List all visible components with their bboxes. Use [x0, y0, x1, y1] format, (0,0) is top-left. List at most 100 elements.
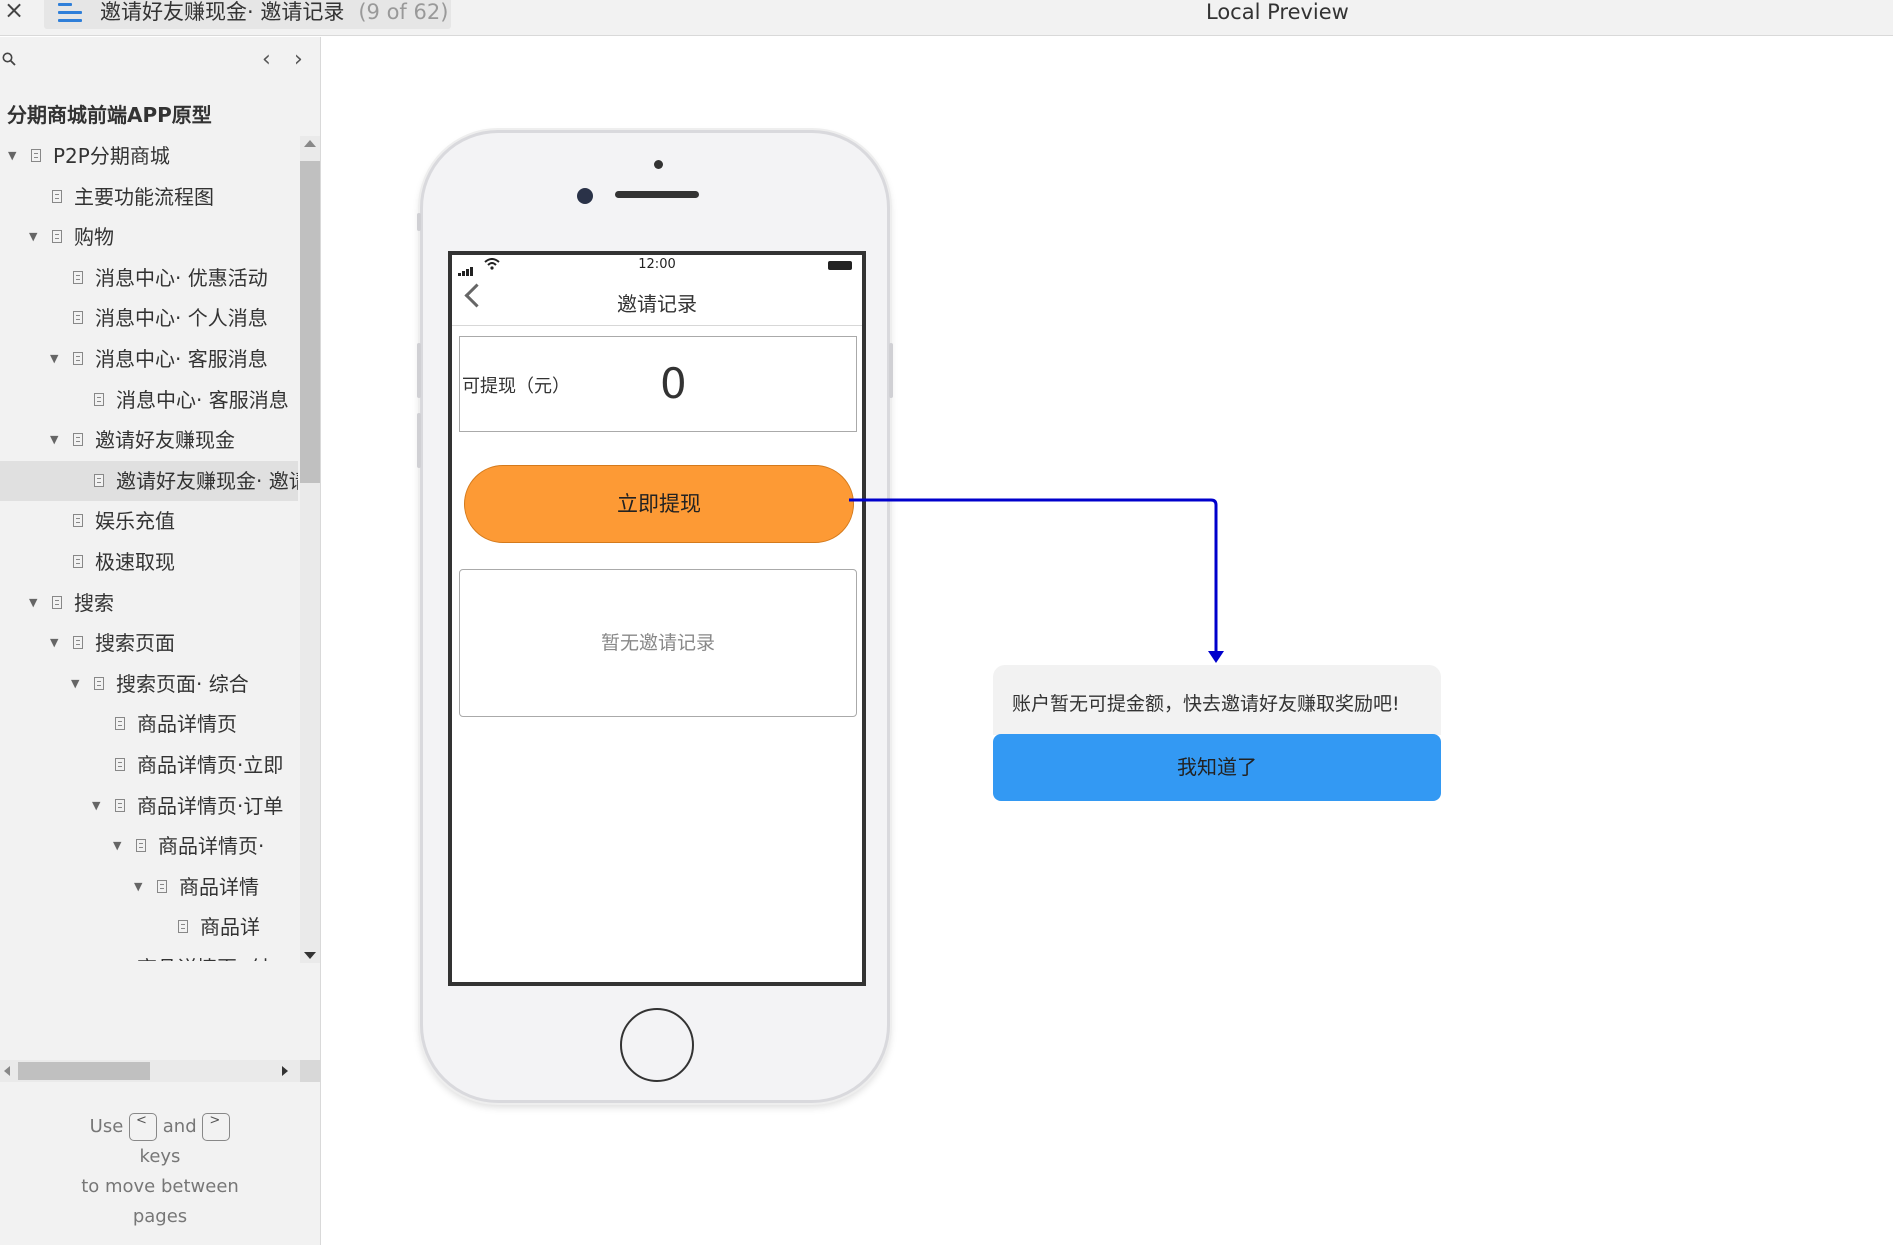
chevron-left-icon[interactable]: ‹	[262, 47, 271, 72]
phone-mockup: 12:00 邀请记录 可提现（元） 0 立即提现 暂无邀请记录	[417, 130, 893, 1103]
doc-icon	[115, 758, 125, 771]
tree-item[interactable]: 娱乐充值	[0, 501, 298, 541]
tree-item[interactable]: 极速取现	[0, 542, 298, 582]
tree-item-label: 极速取现	[95, 550, 175, 574]
menu-icon[interactable]	[58, 3, 84, 23]
current-page-tab[interactable]: 邀请好友赚现金· 邀请记录(9 of 62)	[44, 0, 451, 29]
tree-item[interactable]: ▼ 商品详情页·订单	[0, 786, 298, 826]
caret-down-icon[interactable]: ▼	[71, 676, 80, 690]
phone-power-button	[889, 343, 893, 398]
caret-down-icon[interactable]: ▼	[50, 433, 59, 447]
tree-item-label: 商品详	[200, 915, 260, 940]
dialog-message-box: 账户暂无可提金额，快去邀请好友赚取奖励吧!	[993, 665, 1441, 735]
front-camera	[577, 188, 593, 204]
keyboard-hint: Use < and > keys to move between pages	[40, 1112, 280, 1232]
doc-icon	[115, 717, 125, 731]
doc-icon	[115, 798, 125, 812]
tree-item-label: 邀请好友赚现金	[95, 428, 235, 453]
doc-icon	[136, 839, 146, 853]
doc-icon	[31, 149, 41, 162]
tree-item[interactable]: ▼消息中心· 客服消息	[0, 339, 298, 379]
search-icon[interactable]	[2, 52, 16, 66]
page-count: (9 of 62)	[358, 0, 449, 24]
tree-item[interactable]: ▼ 商品详情	[0, 867, 298, 907]
vertical-scrollbar[interactable]	[300, 136, 320, 963]
tree-item-label: 商品详情页·订单	[137, 793, 284, 818]
tree-item[interactable]: 主要功能流程图	[0, 177, 298, 217]
tree-item-label: 娱乐充值	[95, 509, 175, 534]
tree-item[interactable]: 商品详	[0, 907, 298, 947]
scroll-left-arrow-icon[interactable]	[4, 1066, 10, 1076]
withdrawable-label: 可提现（元）	[462, 376, 570, 397]
doc-icon	[73, 311, 83, 325]
tree-item[interactable]: ▼ 购物	[0, 217, 298, 257]
tree-item[interactable]: 消息中心· 客服消息	[0, 380, 298, 420]
doc-icon	[52, 230, 62, 244]
signal-icon	[458, 261, 474, 276]
preview-title: Local Preview	[1206, 0, 1349, 24]
hint-and: and	[162, 1116, 197, 1137]
hint-line4: pages	[132, 1206, 188, 1227]
withdraw-now-button[interactable]: 立即提现	[464, 465, 854, 543]
tree-item-label: 消息中心· 客服消息	[116, 387, 289, 412]
tree-item[interactable]: 消息中心· 个人消息	[0, 298, 298, 338]
tree-item[interactable]: 邀请好友赚现金· 邀请记录	[0, 460, 298, 501]
tree-item[interactable]: ▼搜索页面· 综合	[0, 664, 298, 704]
proximity-sensor	[654, 160, 663, 169]
scroll-corner	[300, 1060, 321, 1082]
tree-item-label: 商品详情页·立即	[137, 753, 284, 777]
scroll-up-arrow-icon[interactable]	[304, 140, 316, 147]
scroll-right-arrow-icon[interactable]	[282, 1066, 288, 1076]
tree-item[interactable]: ▼ 搜索	[0, 583, 298, 623]
wifi-icon	[484, 258, 500, 270]
doc-icon	[94, 676, 104, 690]
horizontal-scrollbar[interactable]	[0, 1060, 321, 1082]
tree-item-label: 搜索	[74, 590, 114, 615]
tree-item[interactable]: 消息中心· 优惠活动	[0, 258, 298, 298]
tree-item-label: 商品详情	[179, 874, 259, 899]
earpiece-speaker	[615, 191, 699, 198]
doc-icon	[157, 879, 167, 893]
scroll-down-arrow-icon[interactable]	[304, 952, 316, 959]
withdrawable-card: 可提现（元） 0	[459, 336, 857, 432]
doc-icon	[73, 270, 83, 284]
caret-down-icon[interactable]: ▼	[92, 798, 101, 812]
tree-item-label: 商品详情页·	[158, 834, 265, 859]
tree-item[interactable]: 商品详情页	[0, 704, 298, 744]
caret-down-icon[interactable]: ▼	[113, 839, 122, 853]
tree-item[interactable]: ▼ 邀请好友赚现金	[0, 420, 298, 460]
phone-volume-down	[417, 413, 421, 468]
caret-down-icon[interactable]: ▼	[29, 230, 38, 244]
tree-item[interactable]: ▼商品详情页· 付	[0, 948, 298, 961]
tree-item-label: 购物	[74, 225, 114, 250]
tree-item[interactable]: ▼ 搜索页面	[0, 623, 298, 663]
doc-icon	[73, 433, 83, 447]
next-key-icon: >	[202, 1113, 231, 1141]
doc-icon	[73, 352, 83, 365]
phone-volume-up	[417, 343, 421, 398]
vertical-scroll-thumb[interactable]	[300, 161, 320, 483]
tree-item[interactable]: 商品详情页·立即	[0, 745, 298, 785]
hint-use: Use	[89, 1116, 124, 1137]
phone-mute-switch	[417, 213, 421, 231]
tree-item[interactable]: ▼P2P分期商城	[0, 136, 298, 176]
tree-item-label: 搜索页面	[95, 631, 175, 656]
home-button[interactable]	[620, 1008, 694, 1082]
doc-icon	[73, 636, 83, 650]
tree-item-label: 消息中心· 个人消息	[95, 306, 268, 331]
caret-down-icon[interactable]: ▼	[134, 879, 143, 893]
caret-down-icon[interactable]: ▼	[8, 149, 17, 162]
caret-down-icon[interactable]: ▼	[50, 636, 59, 650]
caret-down-icon[interactable]: ▼	[50, 352, 59, 365]
doc-icon	[94, 473, 104, 487]
hint-line3: to move between	[81, 1176, 239, 1197]
chevron-right-icon[interactable]: ›	[294, 47, 303, 72]
horizontal-scroll-thumb[interactable]	[18, 1062, 150, 1080]
caret-down-icon[interactable]: ▼	[29, 595, 38, 609]
dialog-ok-button[interactable]: 我知道了	[993, 734, 1441, 801]
tree-item[interactable]: ▼ 商品详情页·	[0, 826, 298, 866]
close-icon[interactable]: ×	[4, 0, 25, 24]
withdrawable-amount: 0	[660, 359, 687, 408]
app-nav-bar: 邀请记录	[452, 275, 862, 326]
